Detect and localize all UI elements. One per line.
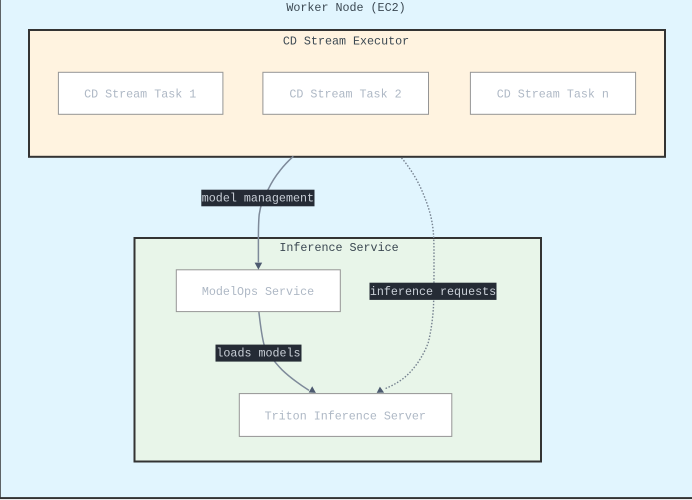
svg-text:Triton Inference Server: Triton Inference Server [265,410,426,424]
svg-text:CD Stream Task n: CD Stream Task n [497,88,609,102]
svg-text:CD Stream Executor: CD Stream Executor [283,34,409,48]
svg-text:model management: model management [202,192,314,206]
svg-text:Worker Node (EC2): Worker Node (EC2) [286,1,405,15]
svg-text:CD Stream Task 2: CD Stream Task 2 [289,88,401,102]
svg-text:CD Stream Task 1: CD Stream Task 1 [84,88,196,102]
svg-text:Inference Service: Inference Service [279,241,398,255]
svg-text:loads models: loads models [216,347,300,361]
svg-text:inference requests: inference requests [370,285,496,299]
svg-text:ModelOps Service: ModelOps Service [202,285,314,299]
